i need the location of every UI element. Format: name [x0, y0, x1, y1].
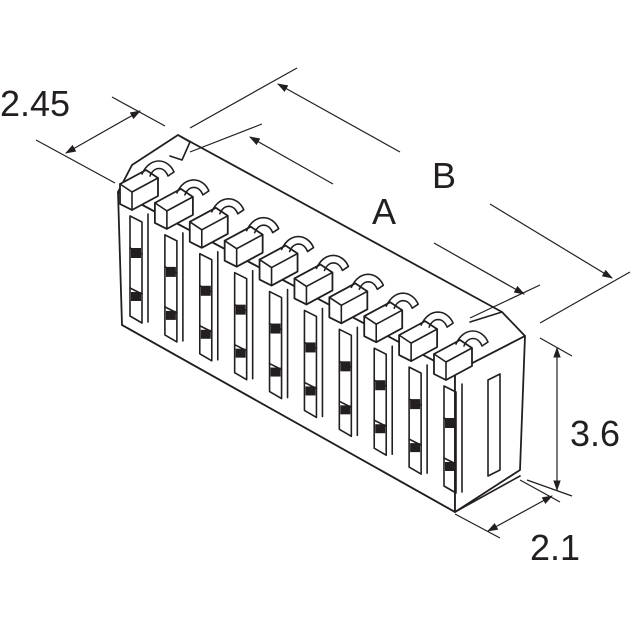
cavity-window — [445, 462, 455, 471]
cavity-window — [165, 310, 176, 320]
contact-cavity — [363, 292, 420, 457]
cavity-window — [410, 399, 421, 410]
cavity-window — [235, 348, 246, 358]
cavity-window — [235, 304, 246, 315]
contact-cavity — [328, 273, 385, 438]
cavity-window — [270, 323, 281, 334]
contact-cavity — [258, 235, 315, 400]
cavity-window — [305, 342, 316, 353]
cavity-window — [165, 266, 176, 277]
contact-cavity — [153, 179, 210, 343]
contact-cavity — [119, 160, 175, 324]
cavity-window — [340, 361, 351, 372]
cavity-window — [200, 329, 211, 339]
cavity-window — [200, 285, 211, 296]
dimension-pitch: 2.45 — [0, 83, 166, 184]
cavity-window — [375, 380, 386, 391]
contact-cavity — [433, 330, 489, 494]
cavity-window — [375, 424, 386, 434]
cavity-window — [131, 292, 141, 301]
cavity-window — [305, 386, 316, 396]
cavity-window — [410, 443, 421, 453]
cavity-window — [445, 418, 455, 428]
contact-cavity — [223, 216, 280, 381]
contact-cavity — [293, 254, 350, 419]
dimension-a: A — [189, 123, 541, 319]
cavity-window — [340, 405, 351, 415]
dimension-height: 3.6 — [526, 337, 620, 497]
cavity-window — [270, 367, 281, 377]
connector-housing — [117, 134, 526, 513]
dimension-b: B — [189, 67, 631, 324]
dim-label-depth: 2.1 — [530, 527, 580, 568]
dim-label-pitch: 2.45 — [0, 83, 70, 124]
contact-cavity — [398, 311, 454, 475]
dimension-depth: 2.1 — [454, 479, 580, 568]
contact-cavities — [119, 160, 489, 494]
dim-label-height: 3.6 — [570, 413, 620, 454]
dim-label-b: B — [432, 155, 456, 196]
cavity-window — [131, 248, 141, 258]
contact-cavity — [188, 197, 245, 362]
dim-label-a: A — [372, 191, 396, 232]
